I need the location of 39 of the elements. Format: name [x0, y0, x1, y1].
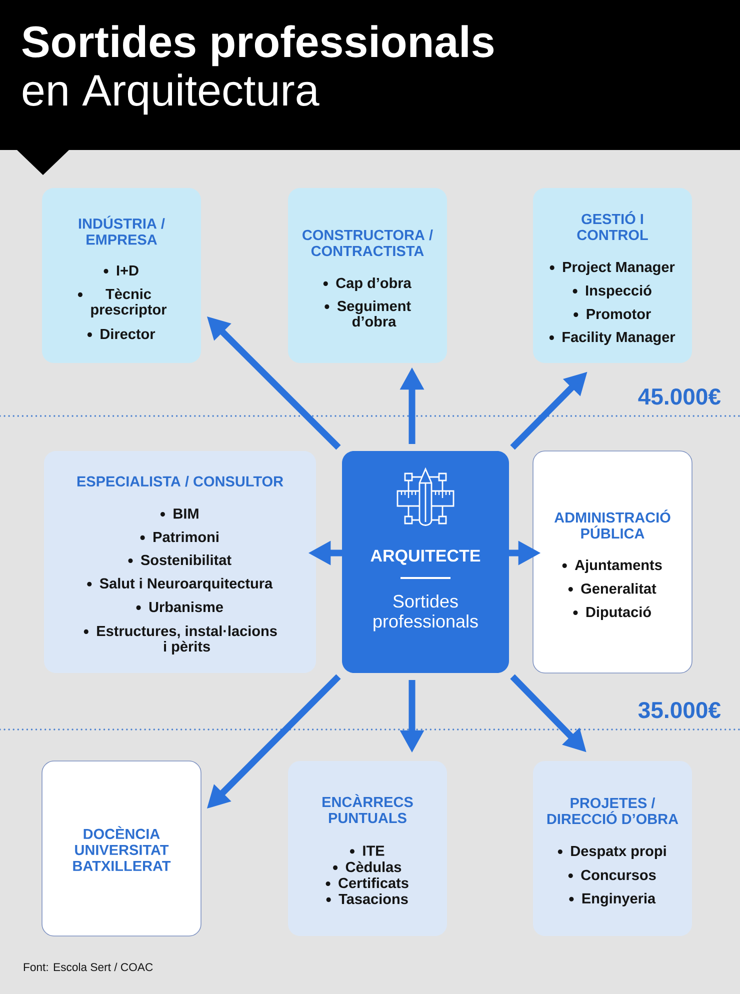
- list-item: Despatx propi: [571, 846, 666, 860]
- list-item: Certificats: [338, 878, 408, 888]
- box-heading: INDÚSTRIA / EMPRESA: [78, 216, 165, 245]
- list-item: Enginyeria: [582, 892, 656, 906]
- category-box: DOCÈNCIA UNIVERSITAT BATXILLERAT: [42, 760, 202, 936]
- box-heading: ADMINISTRACIÓ PÚBLICA: [554, 510, 670, 539]
- box-subtitle: Sortides professionals: [374, 594, 478, 632]
- list-item: Patrimoni: [154, 532, 218, 542]
- box-heading: CONSTRUCTORA / CONTRACTISTA: [302, 230, 433, 256]
- list-item: Cap d’obra: [336, 278, 412, 292]
- title: Sortides professionals en Arquitectura: [22, 25, 494, 115]
- list-item: Cèdulas: [346, 861, 402, 872]
- list-item: BIM: [174, 508, 198, 519]
- list-item: Promotor: [586, 309, 651, 320]
- list-item: Tasacions: [338, 894, 408, 904]
- list-item: Diputació: [586, 606, 651, 620]
- box-heading: ENCÀRRECS PUNTUALS: [322, 794, 413, 824]
- box-heading: ESPECIALISTA / CONSULTOR: [77, 476, 284, 487]
- list-item: Tècnic prescriptor: [91, 288, 167, 318]
- list-item: Generalitat: [581, 583, 656, 594]
- box-heading: GESTIÓ I CONTROL: [577, 211, 648, 240]
- list-item: Estructures, instal·lacions i pèrits: [97, 626, 277, 654]
- list-item: Sostenibilitat: [140, 554, 232, 566]
- list-item: Project Manager: [563, 262, 675, 276]
- list-item: I+D: [116, 266, 138, 276]
- list-item: Director: [100, 328, 156, 340]
- list-item: ITE: [363, 846, 384, 856]
- list-item: Seguiment d’obra: [337, 300, 411, 327]
- list-item: Facility Manager: [562, 332, 676, 346]
- box-title: ARQUITECTE: [370, 550, 480, 565]
- salary-label: 45.000€: [638, 388, 721, 405]
- source-note: Font: Escola Sert / COAC: [24, 962, 153, 972]
- salary-label: 35.000€: [638, 702, 721, 718]
- list-item: Urbanisme: [149, 602, 223, 612]
- box-heading: PROJETES / DIRECCIÓ D’OBRA: [547, 798, 678, 824]
- list-item: Concursos: [581, 870, 656, 880]
- list-item: Salut i Neuroarquitectura: [100, 578, 273, 592]
- list-item: Inspecció: [586, 284, 652, 299]
- list-item: Ajuntaments: [574, 560, 662, 574]
